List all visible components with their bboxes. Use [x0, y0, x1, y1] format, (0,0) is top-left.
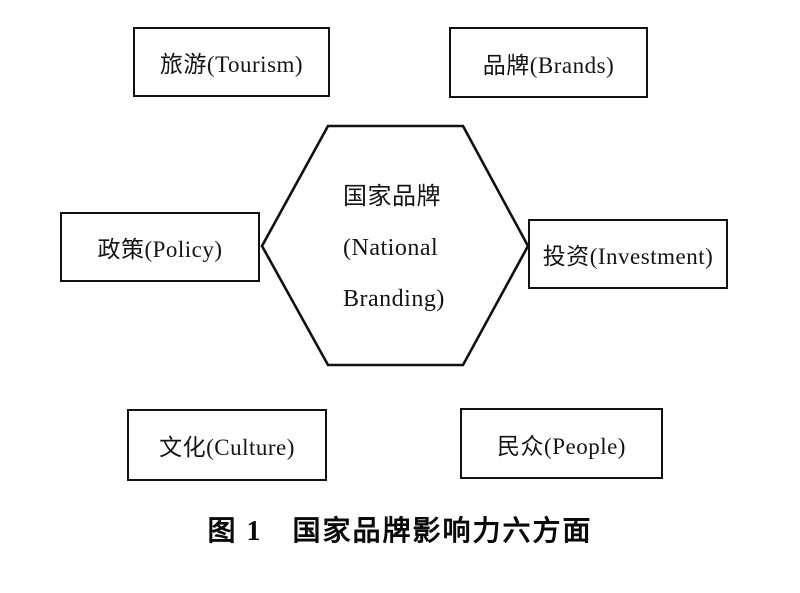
node-people: 民众(People) — [460, 408, 663, 479]
node-people-label: 民众(People) — [497, 433, 626, 459]
node-investment-label: 投资(Investment) — [542, 244, 714, 269]
node-brands: 品牌(Brands) — [449, 27, 648, 98]
node-culture: 文化(Culture) — [127, 409, 327, 481]
figure-caption: 图 1 国家品牌影响力六方面 — [207, 516, 593, 547]
node-tourism-label: 旅游(Tourism) — [159, 52, 304, 77]
node-investment: 投资(Investment) — [528, 219, 728, 289]
hexagon-label: 国家品牌 (National Branding) — [343, 172, 473, 325]
node-brands-label: 品牌(Brands) — [482, 52, 615, 78]
node-policy: 政策(Policy) — [60, 212, 260, 282]
node-tourism: 旅游(Tourism) — [133, 27, 330, 97]
node-policy-label: 政策(Policy) — [97, 237, 223, 262]
hexagon-label-line1: 国家品牌 — [343, 184, 441, 210]
hexagon-label-line2: (National — [343, 235, 439, 261]
hexagon-label-line3: Branding) — [343, 286, 445, 312]
node-culture-label: 文化(Culture) — [159, 435, 295, 460]
